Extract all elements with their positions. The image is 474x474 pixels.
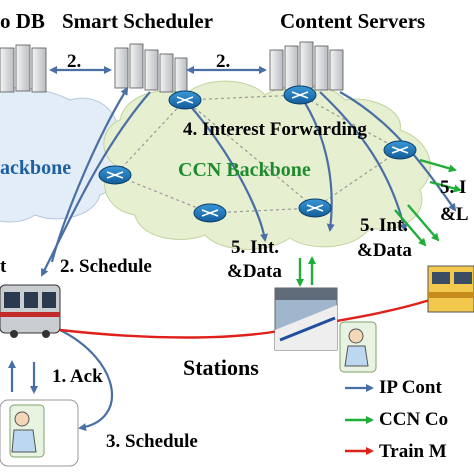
passenger-seat-icon-bottom (0, 399, 79, 467)
legend-ccn-content: CCN Co (379, 409, 449, 430)
interest-forwarding-label: 4. Interest Forwarding (183, 119, 367, 140)
step2-right-label: 2. (216, 51, 231, 72)
int-data-right-label-2: &Data (357, 240, 412, 261)
station-bullet-train-image (274, 287, 338, 351)
int-data-right-label-1: 5. Int. (360, 215, 409, 236)
int-data-left-label-1: 5. Int. (231, 237, 280, 258)
router-left (98, 165, 132, 185)
ack-label: 1. Ack (52, 366, 103, 387)
geo-db-label: o DB (0, 9, 45, 33)
legend-ip-content: IP Cont (379, 377, 442, 398)
far-right-label-2: &L (440, 204, 469, 225)
geo-db-servers (0, 44, 47, 93)
smart-scheduler-servers (114, 43, 188, 93)
content-servers-label: Content Servers (280, 9, 426, 33)
router-right (383, 140, 417, 160)
train-cut-label: t (0, 256, 7, 277)
ccn-content-arrows (296, 158, 462, 424)
ccn-mesh-links (114, 94, 401, 214)
step2-left-label: 2. (67, 51, 82, 72)
content-servers (269, 41, 344, 91)
router-bottom-right (298, 198, 332, 218)
schedule-top-label: 2. Schedule (60, 256, 152, 277)
subway-train-image (427, 265, 474, 313)
router-top-left (168, 90, 202, 110)
router-bottom-left (193, 203, 227, 223)
smart-scheduler-label: Smart Scheduler (62, 9, 214, 33)
legend-train-movement: Train M (379, 441, 447, 462)
far-right-label-1: 5. I (440, 177, 467, 198)
int-data-left-label-2: &Data (227, 261, 282, 282)
stations-label: Stations (183, 355, 259, 380)
ip-backbone-label: ackbone (0, 157, 72, 179)
ccn-backbone-label: CCN Backbone (178, 159, 311, 181)
router-top-right (283, 85, 317, 105)
schedule-bottom-label: 3. Schedule (106, 431, 198, 452)
train-left-image (0, 284, 61, 338)
ip-content-arrows (8, 66, 457, 431)
passenger-seat-icon-right (339, 321, 377, 373)
